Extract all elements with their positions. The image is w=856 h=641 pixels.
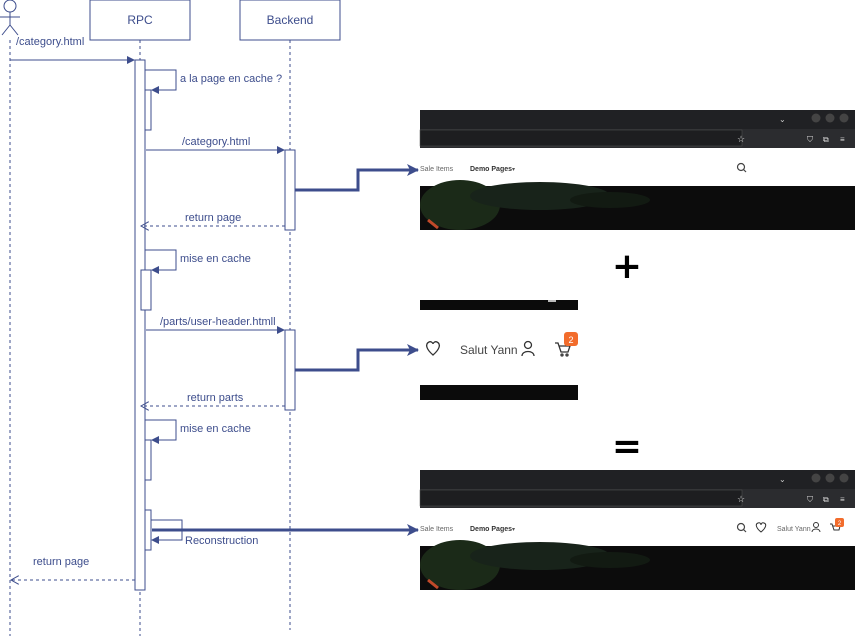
connector-page xyxy=(295,164,419,192)
nav-item-sale: Sale Items xyxy=(420,526,454,533)
activation-backend-page xyxy=(284,149,296,231)
heart-icon xyxy=(755,522,767,533)
cart-count: 2 xyxy=(838,521,842,527)
participant-backend-label: Backend xyxy=(267,13,314,27)
message-request-category: /category.html xyxy=(10,36,135,64)
puzzle-icon: ⧉ xyxy=(823,135,829,144)
message-label: return page xyxy=(185,212,241,224)
star-icon: ☆ xyxy=(737,494,745,504)
chevron-down-icon: ⌄ xyxy=(779,115,786,124)
svg-text:▾: ▾ xyxy=(512,527,515,533)
shield-icon: ⛉ xyxy=(807,495,813,504)
activation-rpc-cache-parts xyxy=(144,439,152,481)
equals-operator: = xyxy=(612,426,642,467)
search-icon xyxy=(736,162,747,173)
screenshot-reconstructed: ⌄ ☆ ⛉ ⧉ ≡ Sale Items Demo Pages ▾ Salut … xyxy=(419,470,855,590)
menu-icon: ≡ xyxy=(840,135,845,144)
message-label: /parts/user-header.htmll xyxy=(160,316,276,328)
message-backend-category: /category.html xyxy=(146,136,285,154)
screenshot-page: ⌄ ☆ ⛉ ⧉ ≡ Sale Items Demo Pages ▾ xyxy=(419,110,855,230)
message-cache-check: a la page en cache ? xyxy=(145,69,282,94)
participant-backend: Backend xyxy=(239,0,341,41)
message-label: /category.html xyxy=(16,36,84,48)
search-icon xyxy=(736,522,747,533)
activation-backend-parts xyxy=(284,329,296,411)
nav-item-sale: Sale Items xyxy=(420,166,454,173)
nav-item-demo: Demo Pages xyxy=(470,526,512,533)
message-reconstruction: Reconstruction xyxy=(151,519,258,547)
message-label: /category.html xyxy=(182,136,250,148)
message-return-final: return page xyxy=(11,556,135,580)
cart-count: 2 xyxy=(568,335,573,345)
user-icon xyxy=(811,522,821,533)
cart-badge xyxy=(835,518,844,527)
heart-icon xyxy=(426,341,440,356)
message-label: mise en cache xyxy=(180,253,251,265)
user-greeting: Salut Yann xyxy=(460,343,518,357)
message-label: mise en cache xyxy=(180,423,251,435)
user-greeting: Salut Yann xyxy=(777,526,811,533)
star-icon: ☆ xyxy=(737,134,745,144)
activation-rpc-cache-page xyxy=(140,269,152,311)
user-actor-icon xyxy=(0,0,20,36)
screenshot-parts: Salut Yann 2 xyxy=(420,300,578,400)
message-label: return parts xyxy=(187,392,244,404)
svg-text:▾: ▾ xyxy=(512,167,515,173)
user-icon xyxy=(521,340,535,357)
message-label: Reconstruction xyxy=(185,535,258,547)
message-label: return page xyxy=(33,556,89,568)
activation-rpc-main xyxy=(134,59,146,591)
activation-rpc-cache-check xyxy=(144,89,152,131)
plus-operator: + xyxy=(612,246,642,287)
shield-icon: ⛉ xyxy=(807,135,813,144)
participant-rpc: RPC xyxy=(89,0,191,41)
connector-parts xyxy=(295,344,419,372)
participant-rpc-label: RPC xyxy=(127,13,153,27)
cart-badge xyxy=(564,332,578,346)
nav-item-demo: Demo Pages xyxy=(470,166,512,173)
puzzle-icon: ⧉ xyxy=(823,495,829,504)
message-return-page: return page xyxy=(141,212,285,226)
message-cache-page: mise en cache xyxy=(145,249,251,274)
message-backend-parts: /parts/user-header.htmll xyxy=(146,316,285,334)
chevron-down-icon: ⌄ xyxy=(779,475,786,484)
message-cache-parts: mise en cache xyxy=(145,419,251,444)
message-label: a la page en cache ? xyxy=(180,73,282,85)
activation-rpc-reconstruction xyxy=(144,509,152,551)
message-return-parts: return parts xyxy=(141,392,285,406)
menu-icon: ≡ xyxy=(840,495,845,504)
